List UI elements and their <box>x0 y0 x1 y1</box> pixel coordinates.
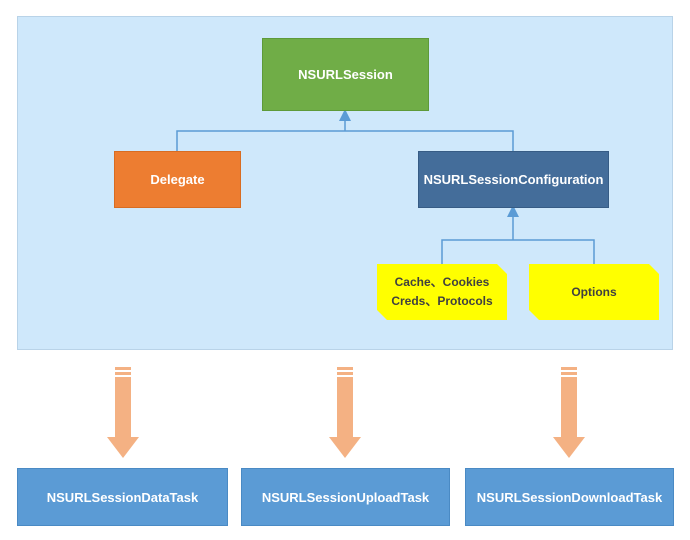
connector-to-root <box>176 130 514 151</box>
note-line-1: Cache、Cookies <box>394 275 490 289</box>
down-arrow-download <box>553 367 585 458</box>
configuration-label: NSURLSessionConfiguration <box>423 172 604 187</box>
delegate-label: Delegate <box>150 172 205 187</box>
down-arrow-data <box>107 367 139 458</box>
download-task-box: NSURLSessionDownloadTask <box>465 468 674 526</box>
upload-task-box: NSURLSessionUploadTask <box>241 468 450 526</box>
delegate-box: Delegate <box>114 151 241 208</box>
data-task-label: NSURLSessionDataTask <box>46 489 199 505</box>
upload-task-label: NSURLSessionUploadTask <box>261 489 430 505</box>
data-task-box: NSURLSessionDataTask <box>17 468 228 526</box>
nsurlsession-box: NSURLSession <box>262 38 429 111</box>
download-task-label: NSURLSessionDownloadTask <box>476 489 663 505</box>
down-arrow-upload <box>329 367 361 458</box>
connector-to-configuration <box>441 239 595 264</box>
options-label: Options <box>571 284 617 299</box>
note-line-2: Creds、Protocols <box>391 294 493 308</box>
configuration-box: NSURLSessionConfiguration <box>418 151 609 208</box>
options-note: Options <box>529 264 659 320</box>
cache-cookies-note: Cache、Cookies Creds、Protocols <box>377 264 507 320</box>
nsurlsession-label: NSURLSession <box>298 67 393 82</box>
